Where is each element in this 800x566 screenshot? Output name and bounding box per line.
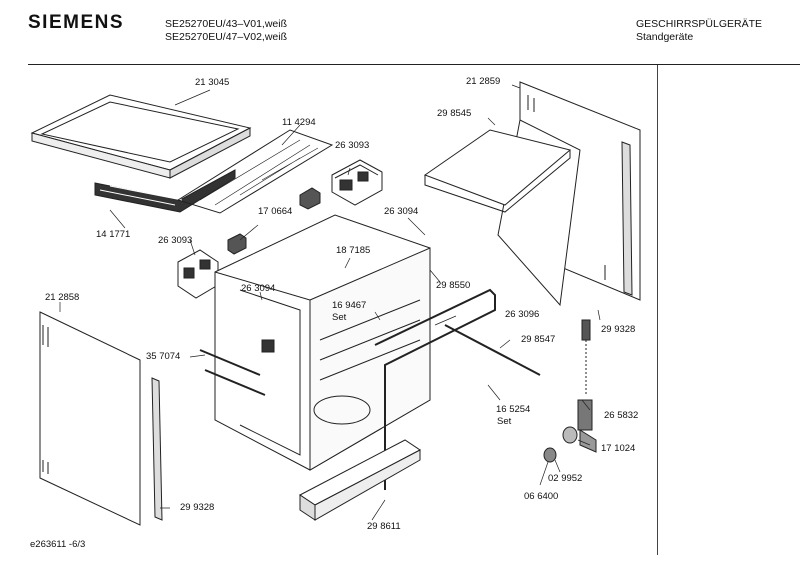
part-label-263094-b: 26 3094 [241,283,276,294]
category-title: GESCHIRRSPÜLGERÄTE [636,18,763,30]
plinth-part [299,439,421,521]
part-label-298611: 29 8611 [367,521,401,532]
part-label-212858: 21 2858 [45,292,80,303]
part-label-299328-left: 29 9328 [180,502,215,513]
part-label-165254: 16 5254 [496,404,531,415]
frame-rods [199,288,541,490]
part-label-263096: 26 3096 [505,309,540,320]
part-label-114294: 11 4294 [282,117,316,128]
part-label-066400: 06 6400 [524,491,559,502]
part-label-169467-set: Set [332,312,347,323]
part-label-029952: 02 9952 [548,473,583,484]
part-label-187185: 18 7185 [336,245,371,256]
part-label-213045: 21 3045 [195,77,230,88]
model-line-1: SE25270EU/43–V01,weiß [165,18,287,30]
brand-logo: SIEMENS [28,12,125,33]
bracket-part-b [177,249,219,299]
part-label-298547: 29 8547 [521,334,556,345]
part-label-169467: 16 9467 [332,300,367,311]
part-label-298550: 29 8550 [436,280,471,291]
model-line-2: SE25270EU/47–V02,weiß [165,31,287,43]
part-label-165254-set: Set [497,416,512,427]
part-label-212859: 21 2859 [466,76,501,87]
seal-strip-right [621,141,633,296]
category-subtitle: Standgeräte [636,31,694,43]
part-label-171024: 17 1024 [601,443,636,454]
document-id: e263611 -6/3 [30,539,86,550]
part-label-141771: 14 1771 [96,229,131,240]
part-label-263093-b: 26 3093 [158,235,193,246]
bracket-part-a [331,159,383,206]
part-label-357074: 35 7074 [146,351,181,362]
part-label-263093-a: 26 3093 [335,140,370,151]
worktop-part [30,94,252,213]
leader-lines [59,84,601,521]
right-margin-divider [657,65,658,555]
tub-body [214,214,431,471]
insulation-sheet-part [176,129,334,214]
part-label-299328-right: 29 9328 [601,324,636,335]
part-label-170664: 17 0664 [258,206,293,217]
part-label-263094-a: 26 3094 [384,206,419,217]
insulation-top-part [423,129,572,213]
hose-fittings [543,319,597,463]
part-label-298545: 29 8545 [437,108,472,119]
side-panel-left [39,311,141,526]
header-divider [28,64,800,65]
part-label-265832: 26 5832 [604,410,639,421]
seal-strip-left [151,377,163,521]
